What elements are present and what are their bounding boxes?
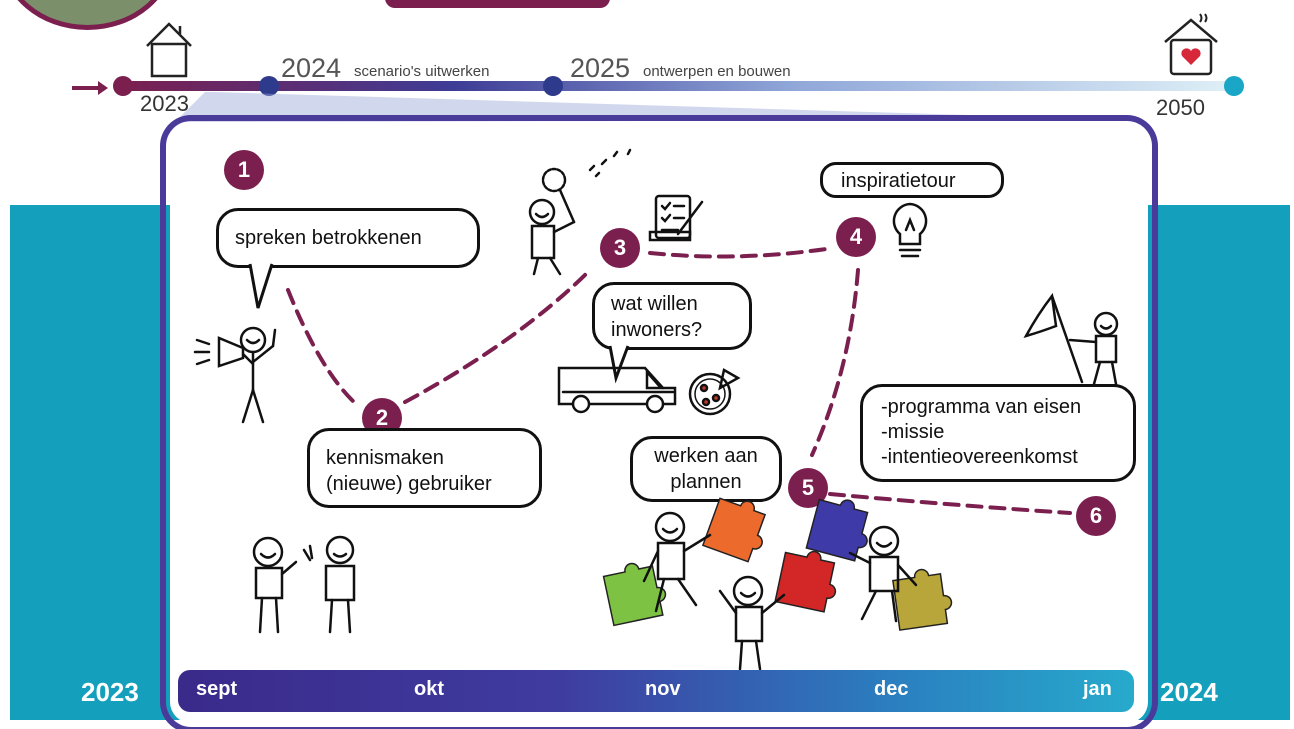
megaphone-person-icon xyxy=(193,326,277,424)
top-banner xyxy=(385,0,610,8)
step-6-item-3: -intentieovereenkomst xyxy=(881,446,1078,468)
step-2-label-line1: kennismaken xyxy=(326,447,444,469)
month-sept: sept xyxy=(196,678,238,700)
step-4-bubble: inspiratietour xyxy=(820,162,1004,198)
puzzle-pieces-icon xyxy=(602,497,953,671)
step-6-item-2: -missie xyxy=(881,421,945,443)
lightbulb-icon xyxy=(892,202,928,258)
step-3-label-line1: wat willen xyxy=(611,293,698,315)
timeline-start-year: 2023 xyxy=(140,91,189,116)
pizza-icon xyxy=(688,368,741,416)
bubble-tail xyxy=(248,263,274,309)
step-6-item-1: -programma van eisen xyxy=(881,396,1082,418)
range-end-year: 2024 xyxy=(1160,677,1218,707)
timeline-dot-2025 xyxy=(543,76,563,96)
timeline-dot-2024 xyxy=(259,76,279,96)
milestone-2024-year: 2024 xyxy=(281,53,342,83)
milestone-2025-label: ontwerpen en bouwen xyxy=(643,63,791,80)
checklist-icon xyxy=(648,194,704,242)
timeline-bar xyxy=(118,81,1236,91)
talking-people-icon xyxy=(252,535,356,634)
month-jan: jan xyxy=(1083,678,1112,700)
step-1-badge: 1 xyxy=(224,150,264,190)
range-start-year: 2023 xyxy=(81,677,139,707)
bubble-tail xyxy=(608,345,630,384)
month-bar xyxy=(178,670,1134,712)
month-okt: okt xyxy=(414,678,444,700)
milestone-2024-label: scenario's uitwerken xyxy=(354,63,490,80)
timeline-end-year: 2050 xyxy=(1156,95,1205,120)
month-dec: dec xyxy=(874,678,909,700)
step-3-badge: 3 xyxy=(600,228,640,268)
step-5-label-line1: werken aan xyxy=(654,445,758,467)
step-6-bubble: -programma van eisen -missie -intentieov… xyxy=(860,384,1136,482)
dandelion-person-icon xyxy=(528,148,632,276)
flag-person-icon xyxy=(1023,292,1119,386)
step-5-label-line2: plannen xyxy=(670,471,742,493)
step-6-badge: 6 xyxy=(1076,496,1116,536)
timeline-dot-2050 xyxy=(1224,76,1244,96)
arrow-right-icon xyxy=(72,81,108,95)
milestone-2025-year: 2025 xyxy=(570,53,631,83)
house-icon xyxy=(146,22,192,78)
step-2-label-line2: (nieuwe) gebruiker xyxy=(326,473,492,495)
step-1-bubble: spreken betrokkenen xyxy=(216,208,480,268)
step-2-bubble: kennismaken (nieuwe) gebruiker xyxy=(307,428,542,508)
step-3-label-line2: inwoners? xyxy=(611,319,703,341)
step-4-label: inspiratietour xyxy=(841,170,956,192)
timeline-dot-2023 xyxy=(113,76,133,96)
step-4-badge: 4 xyxy=(836,217,876,257)
step-3-bubble: wat willen inwoners? xyxy=(592,282,752,350)
step-1-label: spreken betrokkenen xyxy=(235,227,422,249)
house-heart-icon xyxy=(1164,13,1218,76)
month-nov: nov xyxy=(645,678,681,700)
step-5-bubble: werken aan plannen xyxy=(630,436,782,502)
van-icon xyxy=(557,366,677,414)
